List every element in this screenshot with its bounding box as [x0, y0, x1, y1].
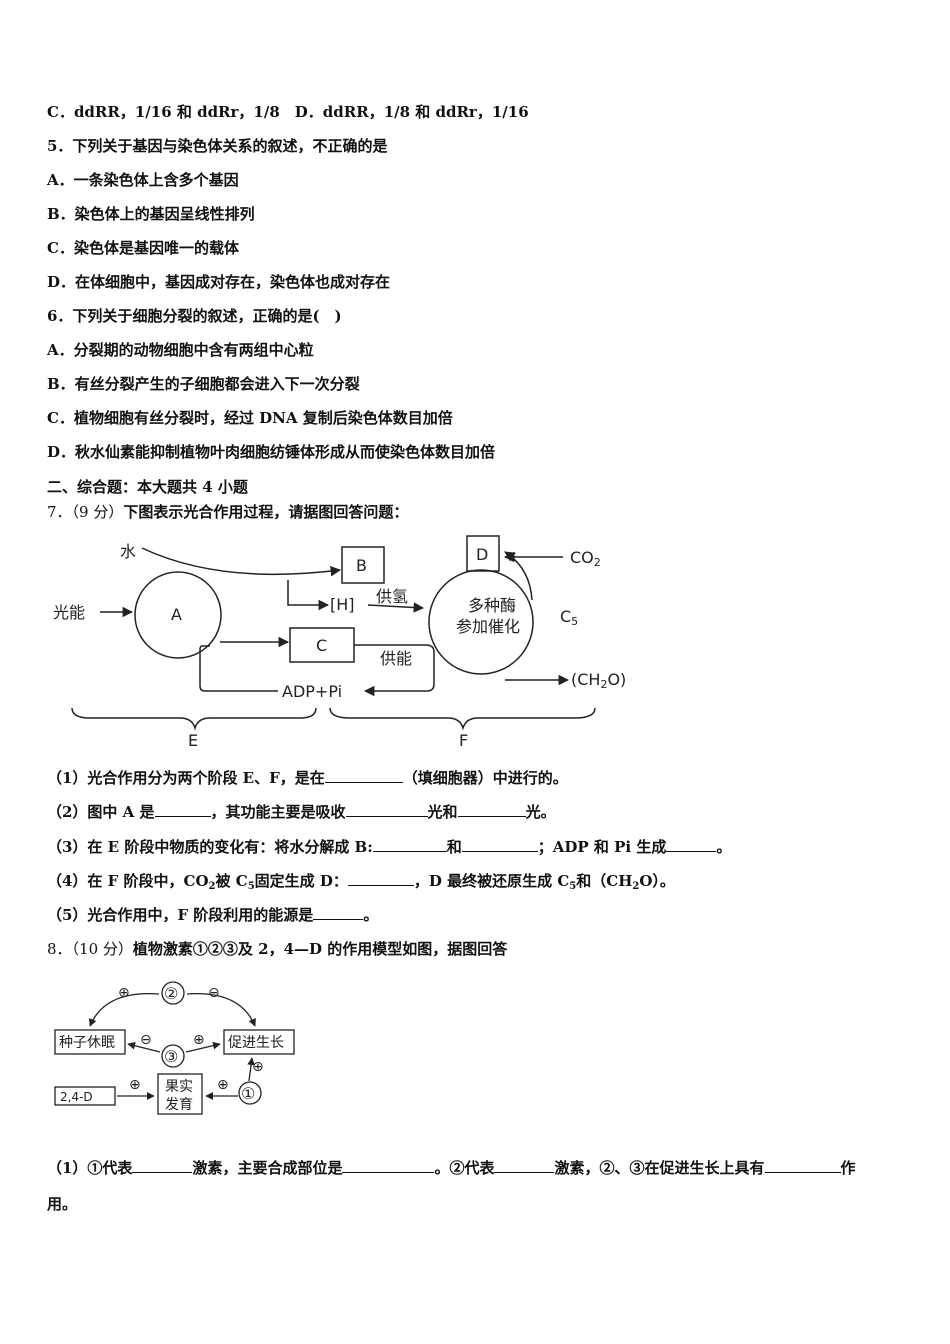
label-h: [H] [330, 595, 355, 614]
q7-sub3: （3）在 E 阶段中物质的变化有：将水分解成 B:和；ADP 和 Pi 生成。 [47, 837, 732, 856]
q8-sub1-continued: 用。 [47, 1195, 78, 1213]
label-plus-1: ⊕ [217, 1077, 229, 1093]
answer-blank[interactable] [313, 905, 364, 920]
answer-blank[interactable] [764, 1158, 841, 1173]
label-minus-mid: ⊖ [140, 1032, 152, 1048]
label-c5: C5 [560, 607, 578, 628]
q8-score: （10 分） [71, 940, 133, 958]
answer-blank[interactable] [461, 837, 538, 852]
photosynthesis-diagram: 水 光能 A B [H] 供氢 C 供能 ADP+Pi D CO2 C5 多种酶… [53, 535, 626, 750]
q8-stem-line: 8．（10 分）植物激素①②③及 2，4—D 的作用模型如图，据图回答 [47, 939, 507, 959]
q6-option-b: B．有丝分裂产生的子细胞都会进入下一次分裂 [47, 375, 360, 393]
label-supply-h: 供氢 [376, 587, 408, 606]
c5-arrow [504, 551, 533, 601]
arrow-3-to-seed [127, 1041, 161, 1053]
label-enzyme-2: 参加催化 [456, 617, 520, 636]
box-b [341, 546, 385, 584]
q6-option-a: A．分裂期的动物细胞中含有两组中心粒 [47, 341, 314, 359]
label-plus-up: ⊕ [252, 1059, 264, 1075]
hormone-diagram: ② ⊕ ⊖ 种子休眠 促进生长 ⊖ ⊕ ③ 2,4-D ⊕ 果实 发育 ⊕ ① … [54, 981, 295, 1115]
label-plus-24d: ⊕ [129, 1077, 141, 1093]
q5-option-b: B．染色体上的基因呈线性排列 [47, 205, 255, 223]
circle-2 [161, 981, 185, 1005]
arc-2-to-seed [89, 992, 160, 1027]
answer-blank[interactable] [457, 802, 526, 817]
label-ch2o: (CH2O) [571, 670, 626, 691]
label-24d: 2,4-D [60, 1090, 93, 1104]
box-seed-dormancy [54, 1029, 126, 1055]
label-f: F [459, 731, 468, 750]
q5-option-d: D．在体细胞中，基因成对存在，染色体也成对存在 [47, 273, 391, 291]
q8-stem: 植物激素①②③及 2，4—D 的作用模型如图，据图回答 [132, 940, 508, 958]
q6-option-c: C．植物细胞有丝分裂时，经过 DNA 复制后染色体数目加倍 [47, 409, 453, 427]
label-supply-energy: 供能 [380, 649, 412, 668]
label-a: A [171, 605, 182, 624]
q7-score: （9 分） [71, 503, 124, 521]
bracket-e [71, 707, 317, 731]
box-fruit [157, 1073, 203, 1115]
arc-2-to-growth [186, 992, 256, 1027]
q4-options-cd: C．ddRR，1/16 和 ddRr，1/8 D．ddRR，1/8 和 ddRr… [47, 103, 529, 121]
c-to-cycle-path [354, 644, 435, 697]
label-b: B [356, 556, 367, 575]
label-c: C [316, 636, 327, 655]
q8-number: 8． [47, 940, 72, 958]
label-d: D [476, 545, 488, 564]
q7-sub4: （4）在 F 阶段中，CO2被 C5固定生成 D：，D 最终被还原生成 C5和（… [47, 871, 675, 892]
q7-number: 7． [47, 503, 72, 521]
label-enzyme-1: 多种酶 [468, 596, 516, 615]
arrow-3-to-growth [185, 1041, 221, 1053]
q7-stem: 下图表示光合作用过程，请据图回答问题： [123, 503, 409, 521]
branch-to-h-arrow [287, 580, 330, 611]
label-seed-dormancy: 种子休眠 [59, 1035, 115, 1051]
q7-sub5: （5）光合作用中，F 阶段利用的能源是。 [47, 905, 379, 924]
label-light: 光能 [53, 603, 85, 622]
q7-sub2: （2）图中 A 是，其功能主要是吸收光和光。 [47, 802, 556, 821]
circle-1 [238, 1081, 262, 1105]
q7-stem-line: 7．（9 分）下图表示光合作用过程，请据图回答问题： [47, 502, 408, 522]
label-promote-growth: 促进生长 [228, 1035, 284, 1051]
label-plus-top: ⊕ [118, 985, 130, 1001]
section-2-title: 二、综合题：本大题共 4 小题 [47, 478, 248, 496]
answer-blank[interactable] [345, 802, 428, 817]
h-to-cycle-arrow [367, 602, 425, 613]
box-promote-growth [223, 1029, 295, 1055]
label-co2: CO2 [570, 548, 601, 569]
q8-sub1: （1）①代表激素，主要合成部位是。②代表激素，②、③在促进生长上具有作 [47, 1158, 856, 1177]
answer-blank[interactable] [666, 837, 717, 852]
adp-cycle-path [199, 645, 278, 692]
q6-stem: 6．下列关于细胞分裂的叙述，正确的是( ) [47, 307, 342, 325]
q6-option-d: D．秋水仙素能抑制植物叶肉细胞纺锤体形成从而使染色体数目加倍 [47, 443, 496, 461]
q5-option-c: C．染色体是基因唯一的载体 [47, 239, 239, 257]
answer-blank[interactable] [372, 837, 447, 852]
label-n1: ① [241, 1084, 255, 1103]
q7-sub1: （1）光合作用分为两个阶段 E、F，是在（填细胞器）中进行的。 [47, 768, 568, 787]
bracket-f [329, 707, 596, 731]
label-fruit-2: 发育 [165, 1097, 193, 1113]
water-to-b-arrow [141, 547, 342, 577]
label-fruit-1: 果实 [165, 1079, 193, 1095]
answer-blank[interactable] [154, 802, 211, 817]
arrow-1-to-growth [247, 1057, 255, 1082]
label-adp: ADP+Pi [282, 682, 342, 701]
label-water: 水 [120, 542, 136, 561]
answer-blank[interactable] [132, 1158, 193, 1173]
answer-blank[interactable] [494, 1158, 555, 1173]
answer-blank[interactable] [324, 768, 403, 783]
answer-blank[interactable] [347, 871, 414, 886]
box-24d [54, 1086, 116, 1106]
circle-3 [161, 1044, 185, 1068]
label-minus-top: ⊖ [208, 985, 220, 1001]
cycle-circle [428, 569, 534, 675]
label-n2: ② [164, 984, 178, 1003]
label-n3: ③ [164, 1047, 178, 1066]
label-plus-mid: ⊕ [193, 1032, 205, 1048]
answer-blank[interactable] [342, 1158, 435, 1173]
q5-option-a: A．一条染色体上含多个基因 [47, 171, 239, 189]
box-d [466, 535, 500, 572]
label-e: E [188, 731, 198, 750]
q5-stem: 5．下列关于基因与染色体关系的叙述，不正确的是 [47, 137, 388, 155]
circle-a [134, 571, 222, 659]
